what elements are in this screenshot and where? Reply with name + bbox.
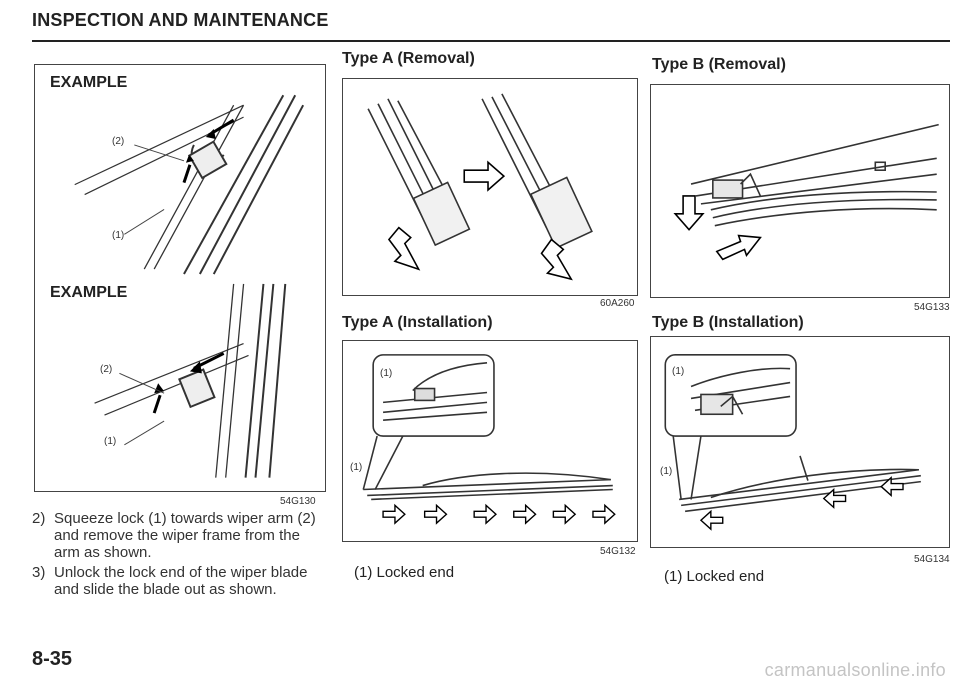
type-b-installation-figure (650, 336, 950, 548)
example-figure-code: 54G130 (280, 496, 316, 507)
page-number: 8-35 (32, 648, 73, 670)
step-number: 3) (32, 564, 46, 581)
instruction-step-3: 3) Unlock the lock end of the wiper blad… (32, 564, 332, 600)
example-callout-1-top: (1) (112, 230, 125, 241)
type-a-removal-code: 60A260 (600, 298, 635, 309)
type-b-removal-title: Type B (Removal) (652, 56, 786, 73)
type-b-installation-title: Type B (Installation) (652, 314, 804, 331)
example-callout-2-top: (2) (112, 136, 125, 147)
type-a-caption: (1) Locked end (354, 564, 455, 581)
type-b-removal-figure (650, 84, 950, 298)
type-b-installation-arrows (699, 476, 904, 531)
type-a-callout-1-blade: (1) (350, 462, 363, 473)
type-b-installation-illustration (664, 354, 921, 531)
type-a-callout-1-inset: (1) (380, 368, 393, 379)
type-a-removal-title: Type A (Removal) (342, 50, 475, 67)
type-b-callout-1-inset: (1) (672, 366, 685, 377)
step-number: 2) (32, 510, 46, 527)
type-a-installation-illustration (362, 354, 616, 525)
type-a-removal-arrows (387, 160, 573, 281)
example-illustration (74, 94, 305, 478)
example-top-arrows (185, 129, 216, 163)
type-a-installation-figure (342, 340, 638, 542)
header-rule (32, 40, 950, 42)
example-top-label: EXAMPLE (50, 74, 128, 91)
type-b-installation-code: 54G134 (914, 554, 950, 565)
type-b-removal-arrows (673, 195, 762, 261)
type-b-removal-code: 54G133 (914, 302, 950, 313)
step-text: Squeeze lock (1) towards wiper arm (2) a… (54, 510, 316, 561)
type-a-installation-title: Type A (Installation) (342, 314, 493, 331)
page-header-title: INSPECTION AND MAINTENANCE (32, 10, 329, 30)
type-b-callout-1-blade: (1) (660, 466, 673, 477)
example-figure (34, 64, 326, 492)
watermark-text: carmanualsonline.info (764, 660, 946, 680)
type-a-removal-figure (342, 78, 638, 296)
type-a-installation-code: 54G132 (600, 546, 636, 557)
example-callout-1-bottom: (1) (104, 436, 117, 447)
example-top-drawing (74, 94, 305, 275)
example-bottom-drawing (94, 283, 287, 478)
example-callout-2-bottom: (2) (100, 364, 113, 375)
type-b-removal-illustration (673, 123, 939, 261)
example-bottom-arrows (154, 361, 202, 394)
type-a-installation-arrows (382, 503, 616, 525)
type-b-caption: (1) Locked end (664, 568, 765, 585)
step-text: Unlock the lock end of the wiper blade a… (54, 564, 308, 598)
instruction-step-2: 2) Squeeze lock (1) towards wiper arm (2… (32, 510, 332, 562)
example-bottom-label: EXAMPLE (50, 284, 128, 301)
type-a-removal-illustration (367, 93, 593, 281)
